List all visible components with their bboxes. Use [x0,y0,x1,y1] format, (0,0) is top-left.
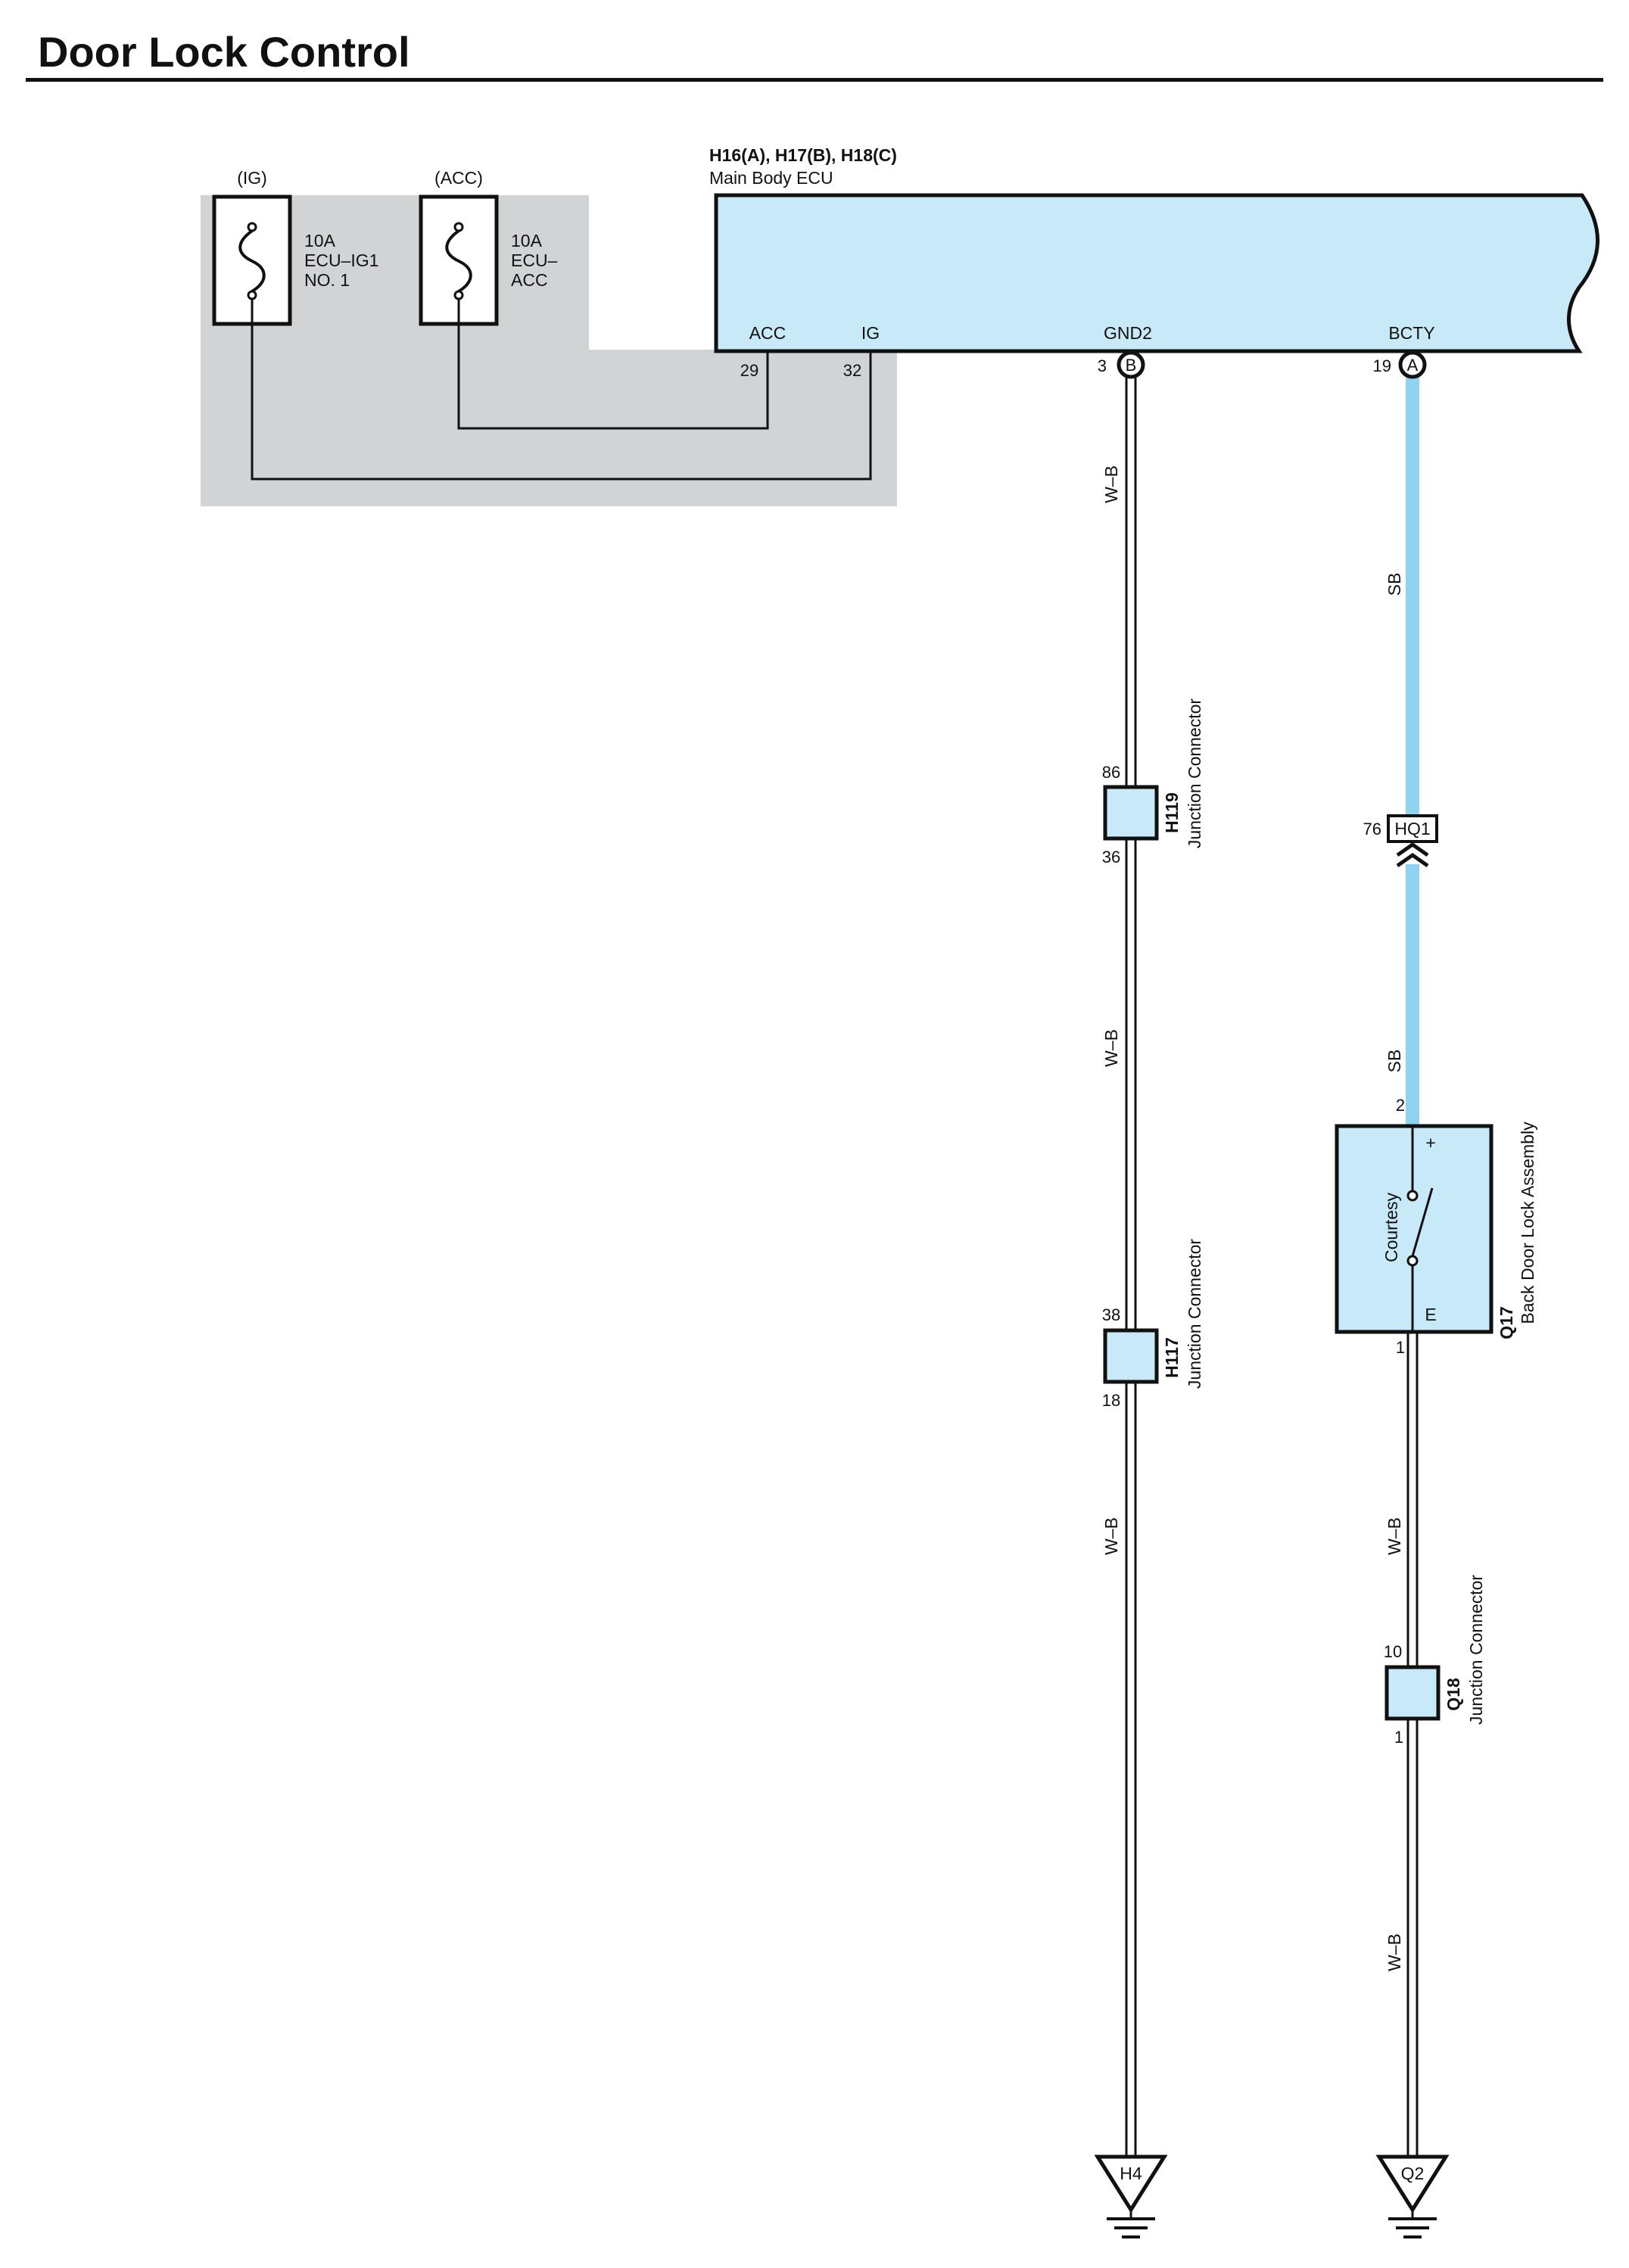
fuse-acc-name-1: ECU– [511,250,558,270]
courtesy-switch-contact-top [1406,1190,1419,1202]
wire-color-wb-1: W–B [1101,465,1121,503]
junction-q18-name: Junction Connector [1466,1575,1486,1725]
inline-connector-chevron-icon-1 [1396,842,1429,857]
fuse-acc-terminal-bottom [453,290,464,300]
wire-color-wb-3: W–B [1101,1517,1121,1555]
pin-3-label: 3 [1098,356,1107,375]
wire-color-wb-5: W–B [1384,1934,1404,1971]
fuse-acc-name-2: ACC [511,270,548,290]
connector-a-icon[interactable] [1398,350,1427,379]
ground-q2-icon[interactable] [1375,2154,1450,2214]
fuse-ig-terminal-top [247,222,257,232]
fuse-ig-name-2: NO. 1 [304,270,350,290]
junction-h117[interactable] [1103,1328,1159,1384]
main-body-ecu[interactable] [714,193,1599,353]
junction-q18[interactable] [1384,1665,1441,1721]
wire-ig-to-ecu [251,298,872,481]
title-underline [26,78,1603,82]
fuse-acc-rating: 10A [511,231,543,250]
junction-h119-id: H119 [1162,792,1182,833]
wire-color-sb-2: SB [1384,1050,1404,1073]
fuse-acc-terminal-top [453,222,464,232]
fuse-ig-element-icon [238,229,266,293]
junction-h119[interactable] [1103,785,1159,841]
q17-pin-plus: 2 [1396,1096,1405,1115]
junction-h117-pin-in: 38 [1102,1305,1120,1324]
junction-h117-id: H117 [1162,1337,1182,1378]
fuse-ig-circuit-label: (IG) [237,168,267,188]
ecu-name-label: Main Body ECU [709,168,833,188]
q17-pin-e: 1 [1396,1338,1405,1357]
fuse-ig-name-1: ECU–IG1 [304,250,378,270]
fuse-ig-rating: 10A [304,231,336,250]
inline-connector-hq1-label: HQ1 [1394,819,1430,838]
wire-bcty-sb-upper [1406,377,1419,825]
junction-h117-name: Junction Connector [1185,1239,1204,1389]
q17-e-label: E [1425,1305,1436,1324]
inline-connector-chevron-icon-2 [1396,852,1429,868]
wire-color-wb-2: W–B [1101,1029,1121,1067]
wire-bcty-sb-lower [1406,864,1419,1128]
courtesy-switch-lever-icon [1411,1187,1434,1257]
q17-id: Q17 [1497,1306,1516,1339]
junction-q18-id: Q18 [1444,1678,1463,1711]
ground-h4-label: H4 [1120,2164,1142,2183]
pin-19-label: 19 [1373,356,1391,375]
ground-q2-label: Q2 [1401,2164,1425,2183]
inline-connector-hq1-pin: 76 [1363,820,1381,838]
wire-color-sb-1: SB [1384,573,1404,596]
q17-name: Back Door Lock Assembly [1518,1122,1537,1324]
fuse-acc-circuit-label: (ACC) [435,168,483,188]
q17-plus-label: + [1425,1133,1435,1153]
ecu-connectors-label: H16(A), H17(B), H18(C) [709,145,897,165]
wire-acc-to-ecu [457,298,769,430]
fuse-ig-terminal-bottom [247,290,257,300]
terminal-acc-label: ACC [749,323,786,343]
ground-h4-icon[interactable] [1094,2154,1168,2214]
pin-32-label: 32 [843,361,861,380]
page-title: Door Lock Control [38,28,410,76]
junction-q18-pin-out: 1 [1394,1728,1403,1747]
back-door-lock-assembly[interactable] [1335,1124,1494,1334]
connector-b-label: B [1126,356,1137,375]
junction-h119-pin-out: 36 [1102,848,1120,866]
junction-h117-pin-out: 18 [1102,1391,1120,1410]
connector-b-icon[interactable] [1117,350,1145,379]
terminal-gnd2-label: GND2 [1104,323,1152,343]
terminal-bcty-label: BCTY [1388,323,1434,343]
courtesy-switch-contact-bottom [1406,1255,1419,1267]
junction-h119-name: Junction Connector [1185,698,1204,849]
connector-a-label: A [1407,356,1419,375]
wire-color-wb-4: W–B [1384,1517,1404,1555]
junction-h119-pin-in: 86 [1102,763,1120,782]
inline-connector-hq1[interactable] [1387,814,1438,843]
fuse-acc-element-icon [445,229,472,293]
junction-q18-pin-in: 10 [1384,1642,1402,1661]
pin-29-label: 29 [740,361,758,380]
courtesy-switch-label: Courtesy [1381,1192,1401,1262]
terminal-ig-label: IG [861,323,880,343]
